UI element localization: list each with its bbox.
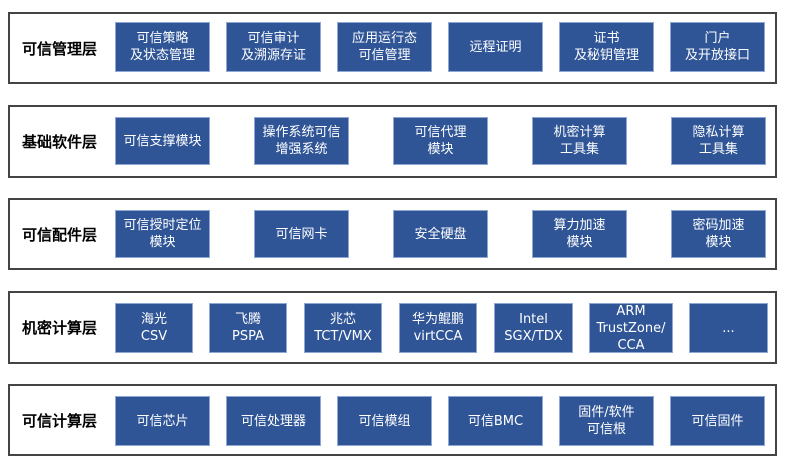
component-box: 可信模组 — [337, 396, 432, 446]
component-box: 可信支撑模块 — [115, 117, 210, 165]
component-box: 远程证明 — [448, 22, 543, 72]
component-box: 可信策略 及状态管理 — [115, 22, 210, 72]
component-box: 应用运行态 可信管理 — [337, 22, 432, 72]
component-box: ARM TrustZone/ CCA — [589, 303, 673, 353]
component-box: 隐私计算 工具集 — [671, 117, 766, 165]
component-box: 可信处理器 — [226, 396, 321, 446]
component-box: 可信授时定位 模块 — [115, 210, 210, 258]
component-box: 密码加速 模块 — [671, 210, 766, 258]
component-box: 固件/软件 可信根 — [559, 396, 654, 446]
component-box: 可信审计 及溯源存证 — [226, 22, 321, 72]
component-box: 可信固件 — [670, 396, 765, 446]
layer-title: 可信配件层 — [22, 225, 98, 244]
component-box: ... — [689, 303, 768, 353]
component-box: 安全硬盘 — [393, 210, 488, 258]
component-box: 华为鲲鹏 virtCCA — [399, 303, 477, 353]
component-box: 兆芯 TCT/VMX — [304, 303, 382, 353]
component-box: 门户 及开放接口 — [670, 22, 765, 72]
component-box: 海光 CSV — [115, 303, 193, 353]
layer-title: 基础软件层 — [22, 133, 98, 151]
layer-title: 可信计算层 — [22, 411, 98, 430]
component-box: 操作系统可信 增强系统 — [254, 117, 349, 165]
component-box: 可信代理 模块 — [393, 117, 488, 165]
component-box: 可信BMC — [448, 396, 543, 446]
component-box: 证书 及秘钥管理 — [559, 22, 654, 72]
component-box: 可信芯片 — [115, 396, 210, 446]
component-box: 机密计算 工具集 — [532, 117, 627, 165]
component-box: 飞腾 PSPA — [209, 303, 287, 353]
component-box: 可信网卡 — [254, 210, 349, 258]
component-box: Intel SGX/TDX — [494, 303, 573, 353]
layer-title: 可信管理层 — [22, 39, 98, 58]
component-box: 算力加速 模块 — [532, 210, 627, 258]
layer-title: 机密计算层 — [22, 319, 98, 337]
